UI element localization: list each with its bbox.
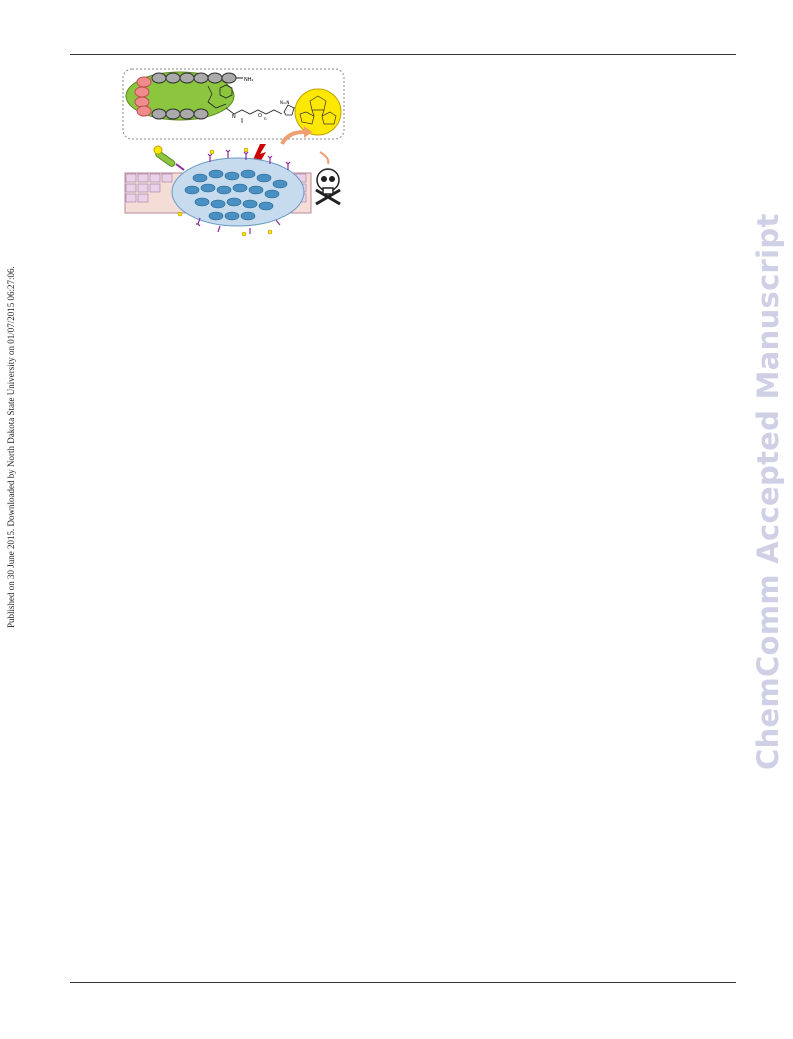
release-arrow-head (304, 126, 312, 138)
pep-nh-label: N (232, 114, 236, 120)
top-bead-chain (151, 72, 237, 84)
triazole-label: N=N (280, 100, 289, 105)
light-irradiation-icon (252, 144, 266, 172)
accepted-manuscript-watermark: ChemComm Accepted Manuscript (751, 213, 785, 770)
receptors (196, 149, 291, 234)
skull-crossbones-icon (315, 168, 341, 206)
publication-sidebar-note: Published on 30 June 2015. Downloaded by… (6, 266, 16, 628)
bottom-bead-chain (151, 108, 209, 120)
footer-rule (70, 982, 736, 983)
head-groups (134, 76, 152, 117)
scheme-illustration: NH₂ N O n N=N (122, 68, 345, 237)
fullerene-sphere (294, 88, 342, 136)
toxicity-arrow (319, 151, 330, 165)
linker-structure (207, 84, 301, 123)
bound-conjugates (177, 147, 273, 237)
release-arrow (280, 130, 305, 145)
graphical-abstract-figure: NH₂ N O n N=N (120, 66, 350, 238)
header-rule (70, 54, 736, 55)
fullerene-cage (299, 95, 337, 125)
conjugate-box (122, 68, 345, 140)
probe-icon (153, 145, 185, 171)
tumor-cells (184, 169, 288, 221)
subscript-n: n (264, 116, 267, 121)
micelle-body (125, 71, 235, 121)
oxygen-label: O (258, 113, 262, 119)
nh2-label: NH₂ (244, 77, 254, 83)
